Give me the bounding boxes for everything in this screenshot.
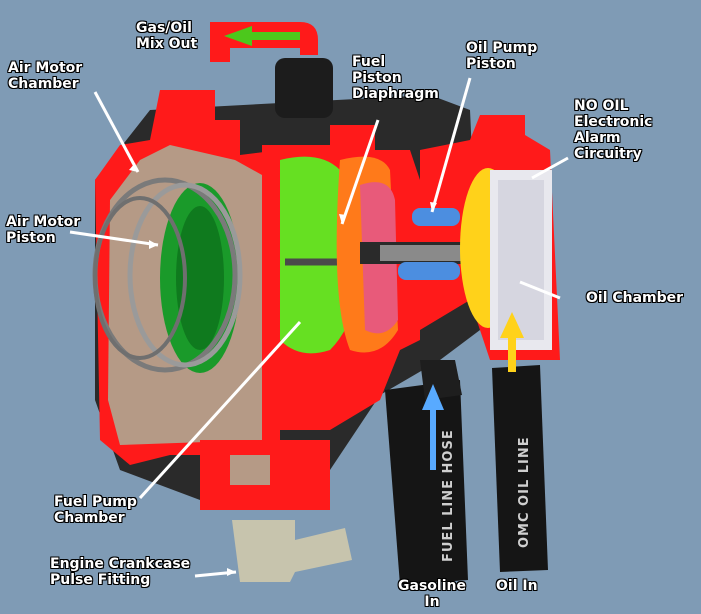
label-line: Electronic	[574, 114, 653, 130]
oil-pump-piston-lower	[398, 262, 460, 280]
label-gas-oil-mix-out: Gas/Oil Mix Out	[136, 20, 197, 52]
leader-lines	[69, 77, 569, 578]
oil-flow-arrow	[500, 312, 524, 372]
label-line: Piston	[352, 70, 402, 86]
label-fuel-pump-chamber: Fuel Pump Chamber	[54, 494, 137, 526]
label-engine-crankcase: Engine Crankcase Pulse Fitting	[50, 556, 190, 588]
outlet-tube	[210, 22, 318, 62]
spring-coil-3	[93, 196, 187, 360]
leader-air-motor-chamber	[93, 91, 140, 173]
label-line: Oil Chamber	[586, 290, 684, 306]
leader-oil-chamber	[519, 280, 561, 300]
label-line: In	[424, 594, 440, 610]
label-line: Piston	[466, 56, 516, 72]
label-oil-in: Oil In	[496, 578, 538, 594]
label-line: Mix Out	[136, 36, 198, 52]
label-line: Fuel Pump	[54, 494, 137, 510]
fuel-line-hose	[385, 380, 468, 585]
label-oil-pump-piston: Oil Pump Piston	[466, 40, 537, 72]
label-line: Fuel	[352, 54, 386, 70]
crankcase-pulse-fitting	[232, 520, 352, 582]
label-oil-chamber: Oil Chamber	[586, 290, 683, 306]
leader-air-motor-piston	[69, 230, 159, 247]
leader-no-oil	[531, 156, 569, 180]
label-line: Piston	[6, 230, 56, 246]
oil-pump-piston-upper	[412, 208, 460, 226]
label-air-motor-chamber: Air Motor Chamber	[8, 60, 82, 92]
outlet-arrow	[224, 26, 300, 46]
label-line: Circuitry	[574, 146, 642, 162]
label-line: Alarm	[574, 130, 621, 146]
label-line: Oil Pump	[466, 40, 538, 56]
label-line: Oil In	[496, 578, 538, 594]
fuel-flow-arrow	[422, 384, 444, 470]
label-line: Chamber	[54, 510, 125, 526]
label-fuel-piston-diaphragm: Fuel Piston Diaphragm	[352, 54, 439, 102]
label-line: Pulse Fitting	[50, 572, 151, 588]
leader-oil-pump-piston	[430, 77, 472, 213]
label-line: Gasoline	[398, 578, 466, 594]
leader-fuel-piston	[340, 119, 380, 225]
spring-coil-2	[127, 182, 243, 368]
oil-hose-text: OMC OIL LINE	[517, 436, 532, 548]
label-line: Engine Crankcase	[50, 556, 191, 572]
label-line: Chamber	[8, 76, 79, 92]
label-air-motor-piston: Air Motor Piston	[6, 214, 80, 246]
label-line: Air Motor	[6, 214, 81, 230]
label-line: Air Motor	[8, 60, 83, 76]
leader-fuel-pump-chamber	[138, 320, 302, 500]
label-line: Diaphragm	[352, 86, 439, 102]
fuel-hose-text: FUEL LINE HOSE	[441, 429, 456, 562]
oil-line-hose	[492, 365, 548, 572]
label-no-oil-alarm: NO OIL Electronic Alarm Circuitry	[574, 98, 652, 162]
label-line: NO OIL	[574, 98, 629, 114]
outlet-fitting	[275, 58, 333, 118]
label-line: Gas/Oil	[136, 20, 192, 36]
label-gasoline-in: Gasoline In	[398, 578, 466, 610]
